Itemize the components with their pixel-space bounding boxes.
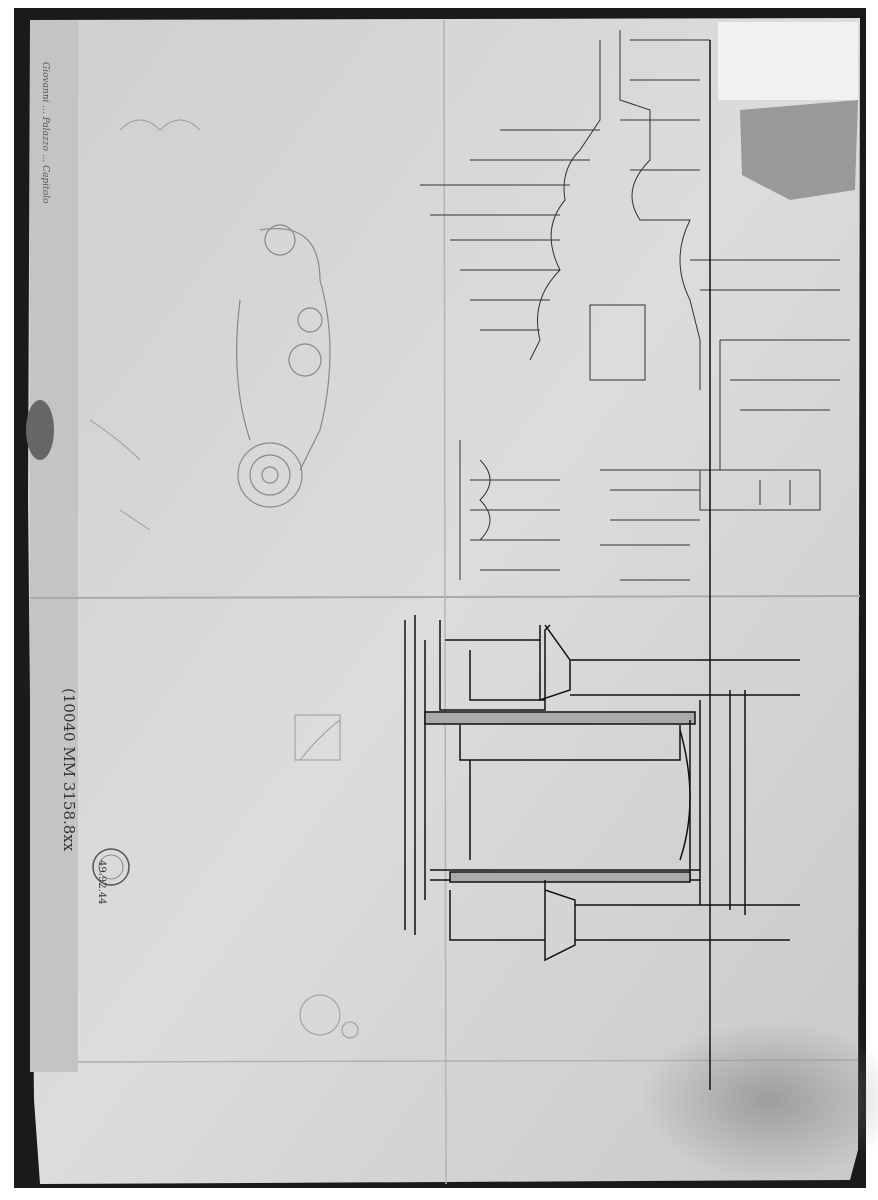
museum-stamp xyxy=(92,848,130,886)
handwritten-inscription: Giovanni ... Palazzo ... Capitolo xyxy=(40,62,50,204)
paper-margin-strip xyxy=(30,20,78,1072)
paper-patch xyxy=(740,100,858,200)
water-stain xyxy=(640,1020,878,1180)
doorway-elevation xyxy=(404,40,800,1090)
accession-note: (10040 MM 3158.8xx xyxy=(60,688,78,852)
paper-patch xyxy=(718,22,858,100)
faint-sketches xyxy=(89,119,359,1039)
fold-line xyxy=(443,19,447,1185)
ionic-capital-sketch xyxy=(236,224,331,508)
accession-number: 49.92.44 xyxy=(96,860,107,905)
paper-sheet xyxy=(28,18,860,1184)
moulding-profiles xyxy=(420,30,850,581)
